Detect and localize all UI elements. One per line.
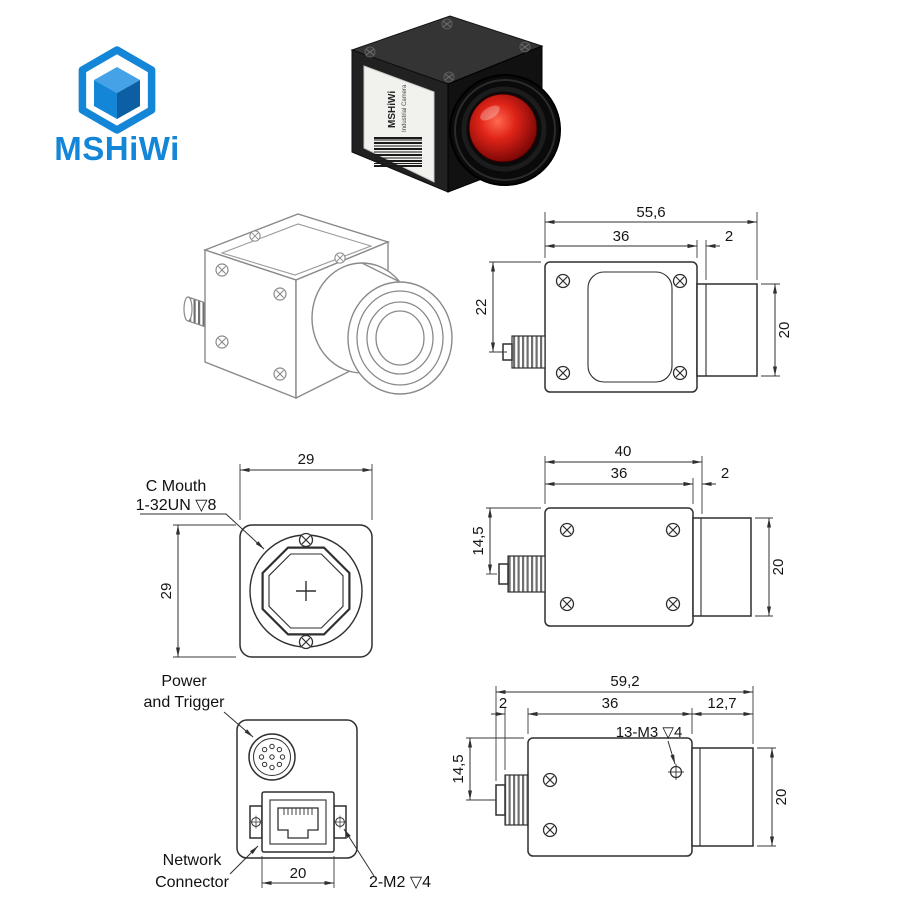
dim-width: 29	[298, 451, 315, 468]
mount-label-line1: C Mouth	[146, 478, 206, 495]
dim-height: 29	[158, 583, 175, 600]
rear-view: Power and Trigger Network Connector 20 2…	[144, 673, 432, 891]
screw-icon	[542, 772, 558, 788]
screw-icon	[273, 367, 287, 381]
power-label-line1: Power	[161, 673, 207, 690]
dim-height-left: 14,5	[470, 526, 487, 555]
side-view-bottom: 59,2 2 36 12,7 14,5 20 13-M3 ▽4	[450, 673, 790, 857]
dim-offset: 2	[721, 465, 729, 482]
screw-icon	[542, 822, 558, 838]
brand-name: MSHiWi	[54, 130, 180, 167]
screw-icon	[298, 532, 314, 548]
camera-lens	[449, 74, 561, 186]
mount-label-line2: 1-32UN ▽8	[136, 497, 217, 514]
power-label-line2: and Trigger	[144, 694, 226, 711]
dim-lens-height: 20	[776, 322, 793, 339]
camera-label-sticker	[363, 65, 435, 183]
dim-body-width: 36	[611, 465, 628, 482]
screw-icon	[249, 230, 261, 242]
m3-screw-label: 13-M3 ▽4	[616, 724, 683, 741]
screw-icon	[559, 596, 575, 612]
power-connector-side	[507, 555, 546, 593]
lens-barrel-side	[691, 747, 754, 847]
screw-icon	[559, 522, 575, 538]
brand-logo: MSHiWi	[54, 46, 180, 167]
screw-icon	[672, 273, 688, 289]
dim-lens-height: 20	[770, 559, 787, 576]
side-view-top: 55,6 36 2 22 20	[473, 204, 793, 393]
side-view-middle: 40 36 2 14,5 20	[470, 443, 787, 627]
dim-lens-ext: 12,7	[707, 695, 736, 712]
lens-barrel-side	[692, 517, 752, 617]
screw-icon	[215, 335, 229, 349]
power-connector-side	[511, 335, 546, 369]
camera-photo: MSHiWi Industrial Camera	[350, 15, 561, 193]
dim-lens-height: 20	[773, 789, 790, 806]
dim-body-width: 36	[613, 228, 630, 245]
screw-icon	[555, 365, 571, 381]
barcode	[374, 137, 422, 167]
front-view: 29 29 C Mouth 1-32UN ▽8	[136, 451, 373, 658]
dim-overall: 40	[615, 443, 632, 460]
screw-icon	[215, 263, 229, 277]
center-cross	[296, 581, 316, 601]
screw-icon	[555, 273, 571, 289]
power-trigger-connector	[248, 733, 296, 781]
lens-barrel-side	[696, 283, 758, 377]
dim-body-width: 36	[602, 695, 619, 712]
m2-screw-label: 2-M2 ▽4	[369, 874, 431, 891]
camera-label-brand: MSHiWi	[387, 91, 398, 128]
network-label-line2: Connector	[155, 874, 229, 891]
dim-connector-width: 20	[290, 865, 307, 882]
screw-icon	[273, 287, 287, 301]
screw-icon	[665, 596, 681, 612]
camera-isometric-view	[183, 213, 453, 400]
screw-icon	[334, 252, 346, 264]
dim-height-left: 14,5	[450, 754, 467, 783]
dim-overall: 59,2	[610, 673, 639, 690]
dim-overall: 55,6	[636, 204, 665, 221]
screw-icon	[672, 365, 688, 381]
screw-icon	[665, 522, 681, 538]
logo-hexagon-icon	[78, 46, 156, 134]
rj45-network-jack	[249, 791, 347, 853]
dim-height-left: 22	[473, 299, 490, 316]
dim-offset: 2	[725, 228, 733, 245]
screw-icon	[298, 634, 314, 650]
top-screws	[364, 18, 531, 83]
network-label-line1: Network	[163, 852, 223, 869]
dim-offset-left: 2	[499, 695, 507, 712]
camera-label-desc: Industrial Camera	[402, 84, 408, 132]
power-connector-side	[504, 774, 529, 826]
